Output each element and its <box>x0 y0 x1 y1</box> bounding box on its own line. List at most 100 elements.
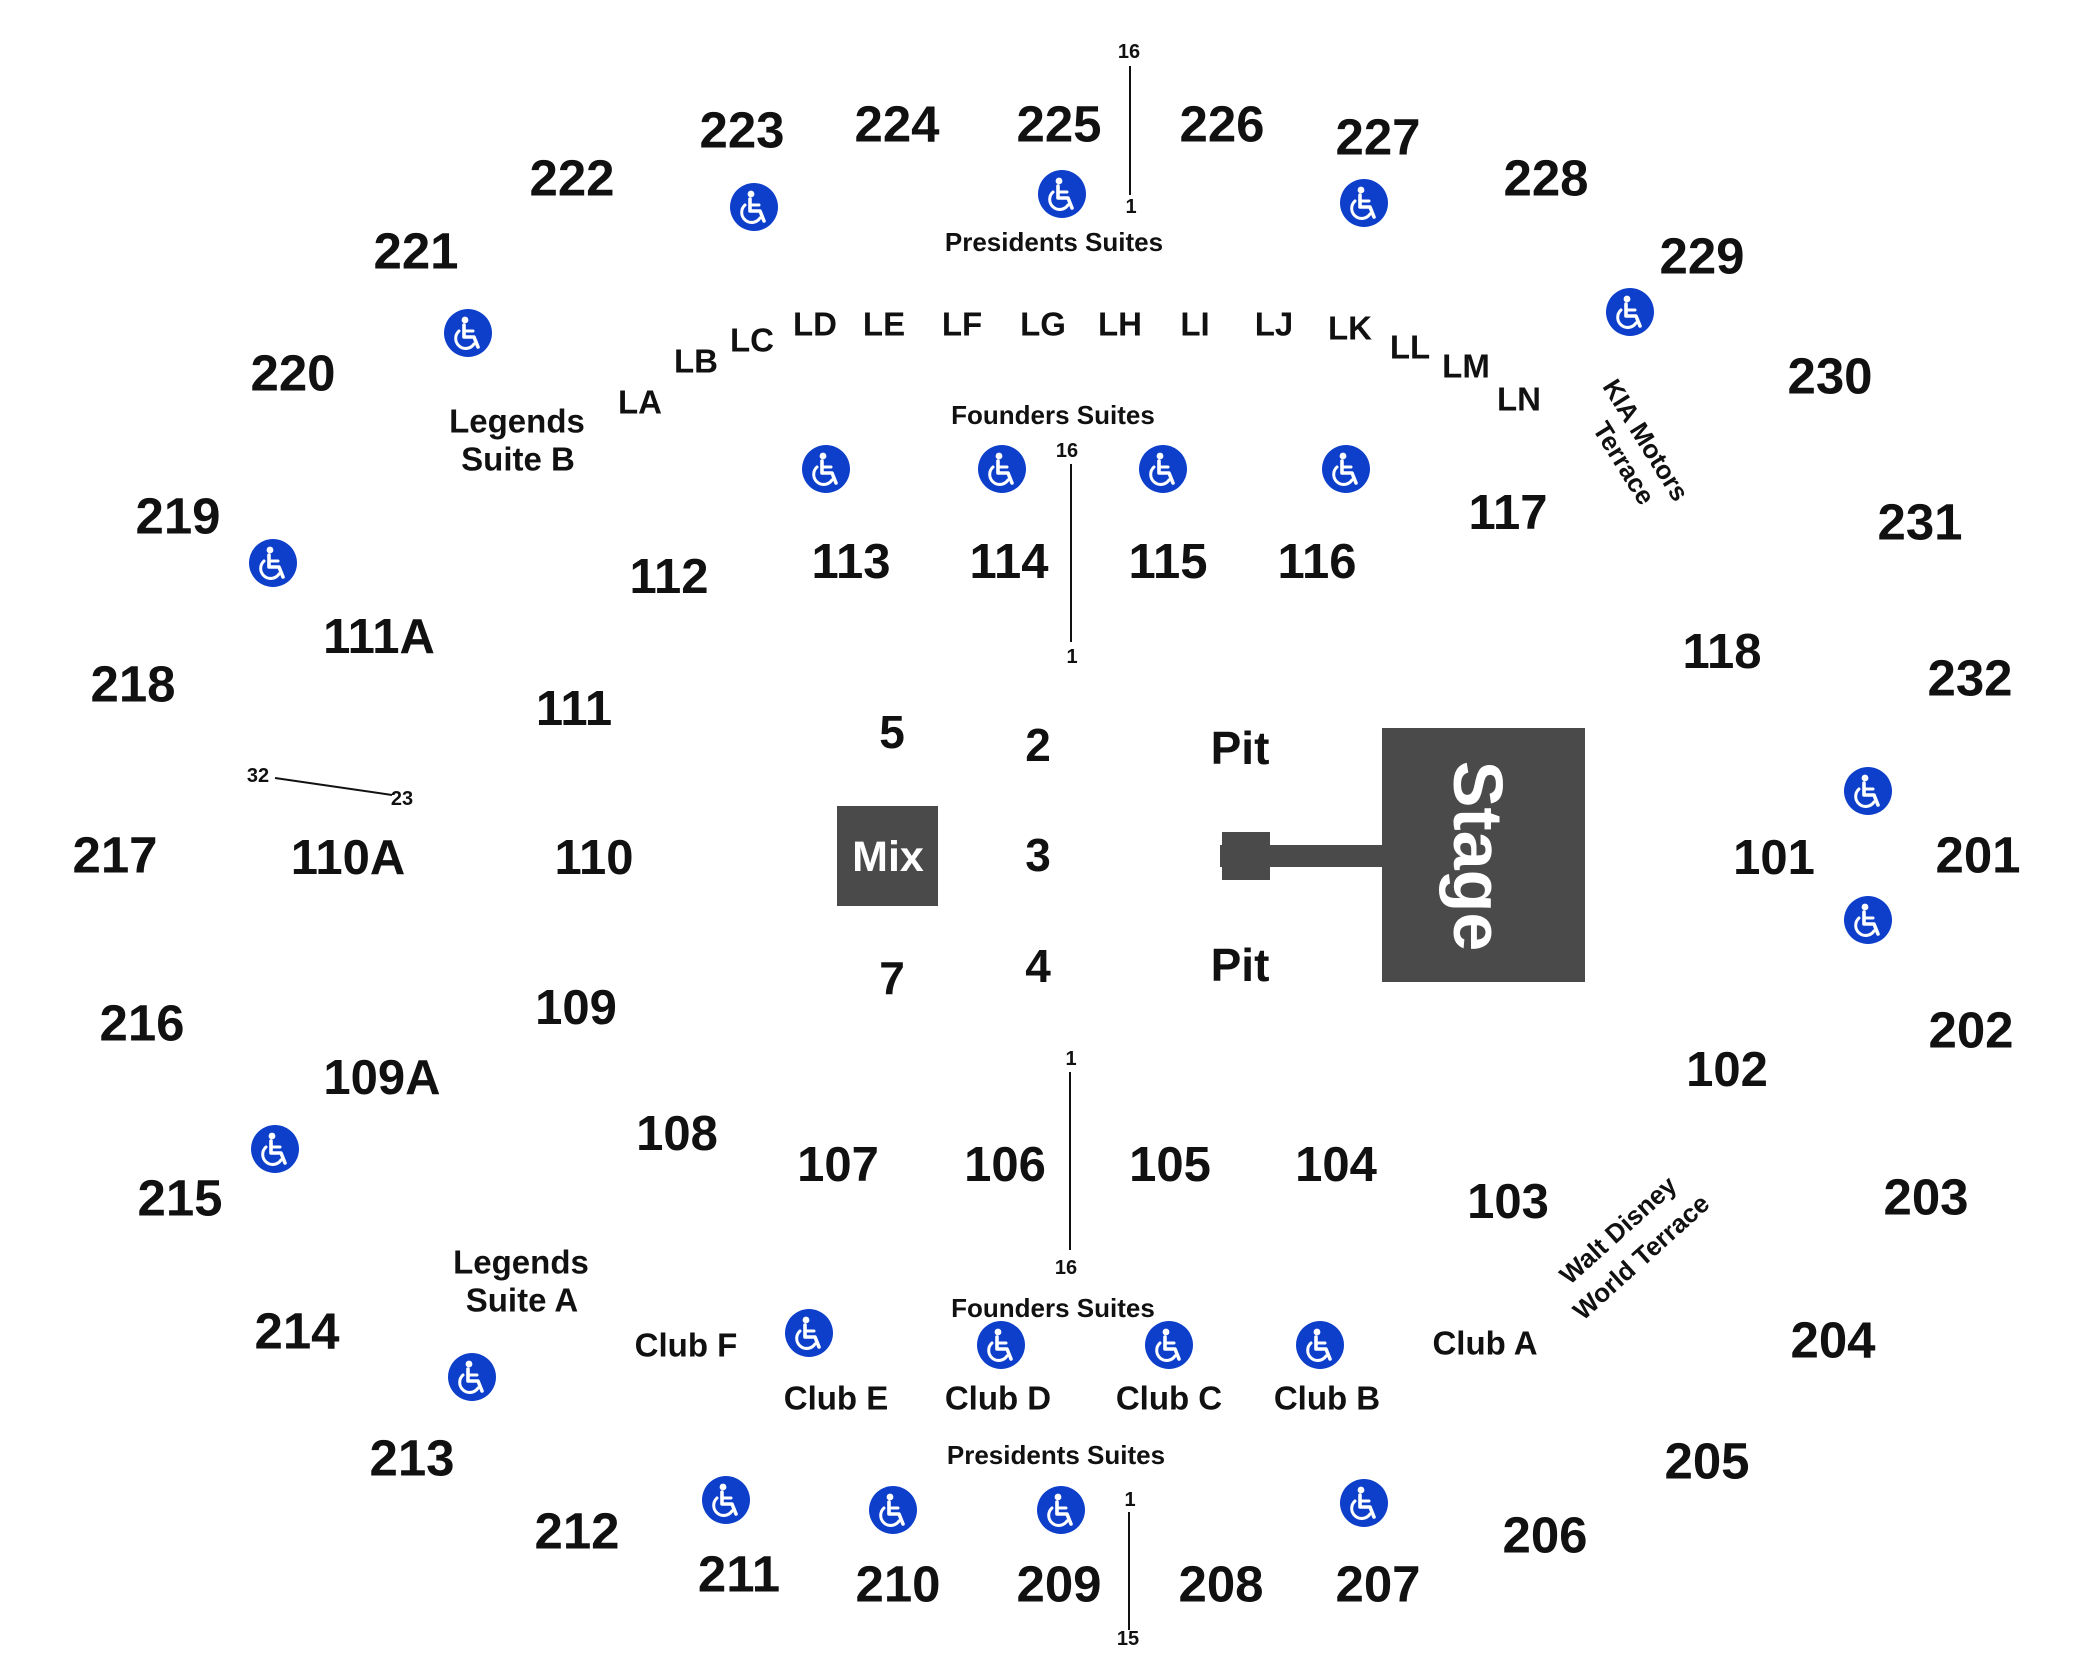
loge-box-lb[interactable]: LB <box>674 343 718 380</box>
floor-section-7[interactable]: 7 <box>879 952 905 1004</box>
loge-box-lk[interactable]: LK <box>1328 310 1372 347</box>
section-102[interactable]: 102 <box>1686 1043 1768 1097</box>
row-marker: 15 <box>1117 1628 1139 1650</box>
section-228[interactable]: 228 <box>1503 150 1588 207</box>
wheelchair-icon <box>1842 765 1894 817</box>
loge-box-lc[interactable]: LC <box>730 322 774 359</box>
section-218[interactable]: 218 <box>90 656 175 713</box>
floor-section-5[interactable]: 5 <box>879 706 905 758</box>
section-206[interactable]: 206 <box>1502 1507 1587 1564</box>
section-107[interactable]: 107 <box>797 1138 879 1192</box>
founders-suites-bottom[interactable]: Founders Suites <box>951 1293 1155 1323</box>
section-214[interactable]: 214 <box>254 1303 340 1360</box>
section-225[interactable]: 225 <box>1016 96 1101 153</box>
section-110A[interactable]: 110A <box>291 831 405 885</box>
section-217[interactable]: 217 <box>72 827 157 884</box>
loge-box-lh[interactable]: LH <box>1098 306 1142 343</box>
section-108[interactable]: 108 <box>636 1107 718 1161</box>
wheelchair-icon <box>700 1474 752 1526</box>
wheelchair-icon <box>783 1307 835 1359</box>
section-230[interactable]: 230 <box>1787 348 1872 405</box>
wheelchair-icon <box>446 1351 498 1403</box>
section-209[interactable]: 209 <box>1016 1556 1101 1613</box>
section-201[interactable]: 201 <box>1935 827 2020 884</box>
loge-box-lg[interactable]: LG <box>1020 306 1066 343</box>
section-231[interactable]: 231 <box>1877 494 1962 551</box>
row-marker: 1 <box>1124 1489 1135 1511</box>
loge-box-lm[interactable]: LM <box>1442 348 1490 385</box>
section-113[interactable]: 113 <box>811 535 890 589</box>
floor-section-4[interactable]: 4 <box>1025 940 1051 992</box>
section-207[interactable]: 207 <box>1335 1556 1420 1613</box>
wheelchair-icon <box>1842 894 1894 946</box>
club-c[interactable]: Club C <box>1116 1380 1222 1417</box>
section-232[interactable]: 232 <box>1927 650 2012 707</box>
section-204[interactable]: 204 <box>1790 1312 1876 1369</box>
section-202[interactable]: 202 <box>1928 1002 2013 1059</box>
loge-box-lj[interactable]: LJ <box>1255 306 1294 343</box>
club-f[interactable]: Club F <box>635 1327 738 1364</box>
section-216[interactable]: 216 <box>99 995 184 1052</box>
section-215[interactable]: 215 <box>137 1170 222 1227</box>
section-111A[interactable]: 111A <box>323 610 435 664</box>
section-212[interactable]: 212 <box>534 1503 619 1560</box>
section-203[interactable]: 203 <box>1883 1169 1968 1226</box>
section-226[interactable]: 226 <box>1179 96 1264 153</box>
section-211[interactable]: 211 <box>698 1546 780 1603</box>
loge-box-li[interactable]: LI <box>1180 306 1209 343</box>
loge-box-ln[interactable]: LN <box>1497 381 1541 418</box>
section-109[interactable]: 109 <box>535 981 617 1035</box>
legends-suite-a-label[interactable]: Legends <box>453 1244 589 1281</box>
pit-label[interactable]: Pit <box>1211 722 1270 774</box>
section-101[interactable]: 101 <box>1733 831 1815 885</box>
legends-suite-b-label[interactable]: Legends <box>449 403 585 440</box>
section-219[interactable]: 219 <box>135 488 220 545</box>
loge-box-la[interactable]: LA <box>618 384 662 421</box>
floor-section-2[interactable]: 2 <box>1025 719 1051 771</box>
section-208[interactable]: 208 <box>1178 1556 1263 1613</box>
club-b[interactable]: Club B <box>1274 1380 1380 1417</box>
section-115[interactable]: 115 <box>1128 535 1207 589</box>
wheelchair-icon <box>442 307 494 359</box>
section-229[interactable]: 229 <box>1659 228 1744 285</box>
section-116[interactable]: 116 <box>1277 535 1356 589</box>
legends-suite-b-label[interactable]: Suite B <box>461 441 575 478</box>
section-222[interactable]: 222 <box>529 150 614 207</box>
section-110[interactable]: 110 <box>554 831 633 885</box>
section-117[interactable]: 117 <box>1468 486 1547 540</box>
section-105[interactable]: 105 <box>1129 1138 1211 1192</box>
section-220[interactable]: 220 <box>250 345 335 402</box>
section-109A[interactable]: 109A <box>323 1051 440 1105</box>
pit-label[interactable]: Pit <box>1211 939 1270 991</box>
section-103[interactable]: 103 <box>1467 1175 1549 1229</box>
club-e[interactable]: Club E <box>784 1380 889 1417</box>
legends-suite-a-label[interactable]: Suite A <box>466 1282 578 1319</box>
section-223[interactable]: 223 <box>699 102 784 159</box>
club-a[interactable]: Club A <box>1432 1325 1537 1362</box>
loge-box-le[interactable]: LE <box>863 306 905 343</box>
section-205[interactable]: 205 <box>1664 1433 1749 1490</box>
section-224[interactable]: 224 <box>854 96 940 153</box>
club-d[interactable]: Club D <box>945 1380 1051 1417</box>
floor-section-3[interactable]: 3 <box>1025 829 1051 881</box>
presidents-suites-top[interactable]: Presidents Suites <box>945 227 1163 257</box>
section-106[interactable]: 106 <box>964 1138 1046 1192</box>
section-112[interactable]: 112 <box>629 550 708 604</box>
section-104[interactable]: 104 <box>1295 1138 1377 1192</box>
presidents-suites-bottom[interactable]: Presidents Suites <box>947 1440 1165 1470</box>
section-221[interactable]: 221 <box>373 223 458 280</box>
wheelchair-icon <box>1320 443 1372 495</box>
loge-box-ll[interactable]: LL <box>1390 329 1430 366</box>
loge-box-ld[interactable]: LD <box>793 306 837 343</box>
mix-booth[interactable] <box>837 806 938 906</box>
section-111[interactable]: 111 <box>536 682 612 736</box>
section-118[interactable]: 118 <box>1682 625 1761 679</box>
stage-block[interactable] <box>1382 728 1585 982</box>
founders-suites-top[interactable]: Founders Suites <box>951 400 1155 430</box>
section-210[interactable]: 210 <box>855 1556 940 1613</box>
section-114[interactable]: 114 <box>969 535 1048 589</box>
row-marker: 1 <box>1065 1048 1076 1070</box>
section-227[interactable]: 227 <box>1335 109 1420 166</box>
section-213[interactable]: 213 <box>369 1430 454 1487</box>
loge-box-lf[interactable]: LF <box>942 306 982 343</box>
